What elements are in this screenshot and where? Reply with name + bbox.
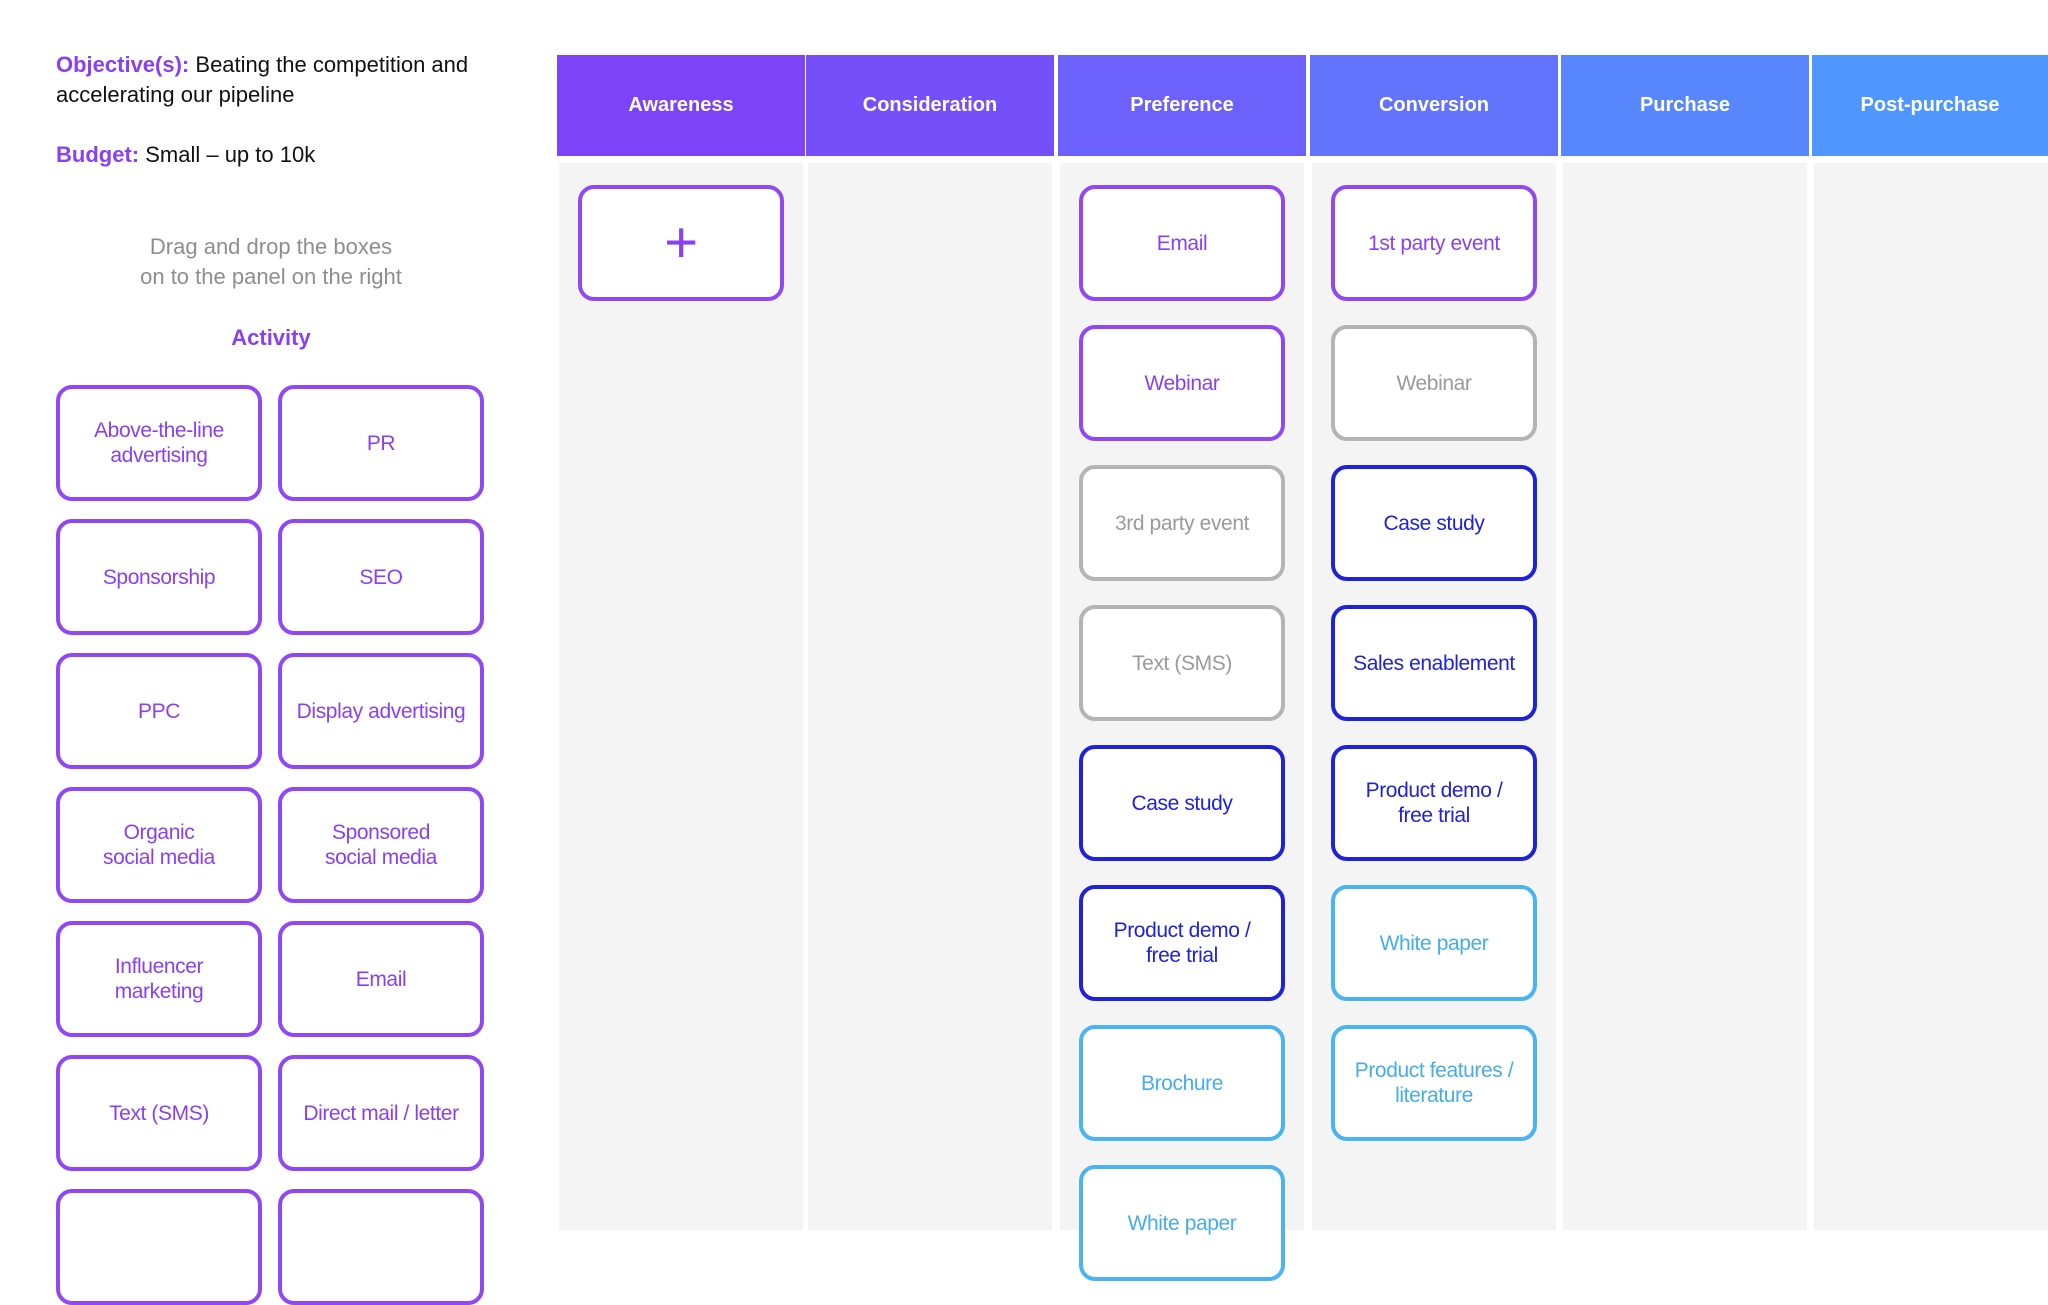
- stage-card-conversion-webinar[interactable]: Webinar: [1331, 325, 1537, 441]
- objective-line: Objective(s): Beating the competition an…: [56, 50, 496, 110]
- stage-card-preference-case-study[interactable]: Case study: [1079, 745, 1285, 861]
- activity-card-above-the-line-advertising[interactable]: Above-the-line advertising: [56, 385, 262, 501]
- drop-zone-post-purchase[interactable]: [1814, 163, 2048, 1230]
- activity-card-sponsorship[interactable]: Sponsorship: [56, 519, 262, 635]
- objective-label: Objective(s):: [56, 52, 190, 77]
- drop-zone-consideration[interactable]: [808, 163, 1052, 1230]
- activity-card-seo[interactable]: SEO: [278, 519, 484, 635]
- stage-card-preference-product-demo-free-trial[interactable]: Product demo / free trial: [1079, 885, 1285, 1001]
- activity-card-partial[interactable]: [56, 1189, 262, 1305]
- stage-card-preference-3rd-party-event[interactable]: 3rd party event: [1079, 465, 1285, 581]
- stage-card-conversion-product-demo-free-trial[interactable]: Product demo / free trial: [1331, 745, 1537, 861]
- activity-card-grid: Above-the-line advertising PR Sponsorshi…: [56, 385, 486, 1305]
- drop-zone-awareness[interactable]: +: [559, 163, 803, 1230]
- stage-card-conversion-case-study[interactable]: Case study: [1331, 465, 1537, 581]
- activity-panel: Objective(s): Beating the competition an…: [0, 0, 540, 1305]
- activity-card-organic-social-media[interactable]: Organic social media: [56, 787, 262, 903]
- activity-card-email[interactable]: Email: [278, 921, 484, 1037]
- stage-card-preference-email[interactable]: Email: [1079, 185, 1285, 301]
- plus-icon: +: [664, 210, 698, 275]
- stage-card-preference-brochure[interactable]: Brochure: [1079, 1025, 1285, 1141]
- activity-card-display-advertising[interactable]: Display advertising: [278, 653, 484, 769]
- column-header-awareness: Awareness: [557, 55, 805, 156]
- stage-card-preference-text-sms[interactable]: Text (SMS): [1079, 605, 1285, 721]
- budget-label: Budget:: [56, 142, 140, 167]
- stage-card-conversion-white-paper[interactable]: White paper: [1331, 885, 1537, 1001]
- column-header-preference: Preference: [1058, 55, 1306, 156]
- drag-instruction: Drag and drop the boxes on to the panel …: [140, 234, 402, 289]
- column-header-conversion: Conversion: [1310, 55, 1558, 156]
- activity-card-pr[interactable]: PR: [278, 385, 484, 501]
- activity-card-ppc[interactable]: PPC: [56, 653, 262, 769]
- stage-card-conversion-1st-party-event[interactable]: 1st party event: [1331, 185, 1537, 301]
- stage-card-preference-white-paper[interactable]: White paper: [1079, 1165, 1285, 1281]
- activity-card-partial[interactable]: [278, 1189, 484, 1305]
- budget-value: Small – up to 10k: [145, 142, 316, 167]
- activity-card-direct-mail-letter[interactable]: Direct mail / letter: [278, 1055, 484, 1171]
- column-header-post-purchase: Post-purchase: [1812, 55, 2048, 156]
- stage-card-preference-webinar[interactable]: Webinar: [1079, 325, 1285, 441]
- drop-zone-purchase[interactable]: [1563, 163, 1807, 1230]
- column-header-purchase: Purchase: [1561, 55, 1809, 156]
- budget-line: Budget: Small – up to 10k: [56, 140, 496, 170]
- stage-card-conversion-sales-enablement[interactable]: Sales enablement: [1331, 605, 1537, 721]
- activity-title: Activity: [231, 325, 311, 350]
- stage-card-conversion-product-features-literature[interactable]: Product features / literature: [1331, 1025, 1537, 1141]
- add-card-button[interactable]: +: [578, 185, 784, 301]
- activity-card-text-sms[interactable]: Text (SMS): [56, 1055, 262, 1171]
- activity-card-influencer-marketing[interactable]: Influencer marketing: [56, 921, 262, 1037]
- activity-card-sponsored-social-media[interactable]: Sponsored social media: [278, 787, 484, 903]
- objective-value: Beating the competition and accelerating…: [56, 52, 469, 107]
- column-header-consideration: Consideration: [806, 55, 1054, 156]
